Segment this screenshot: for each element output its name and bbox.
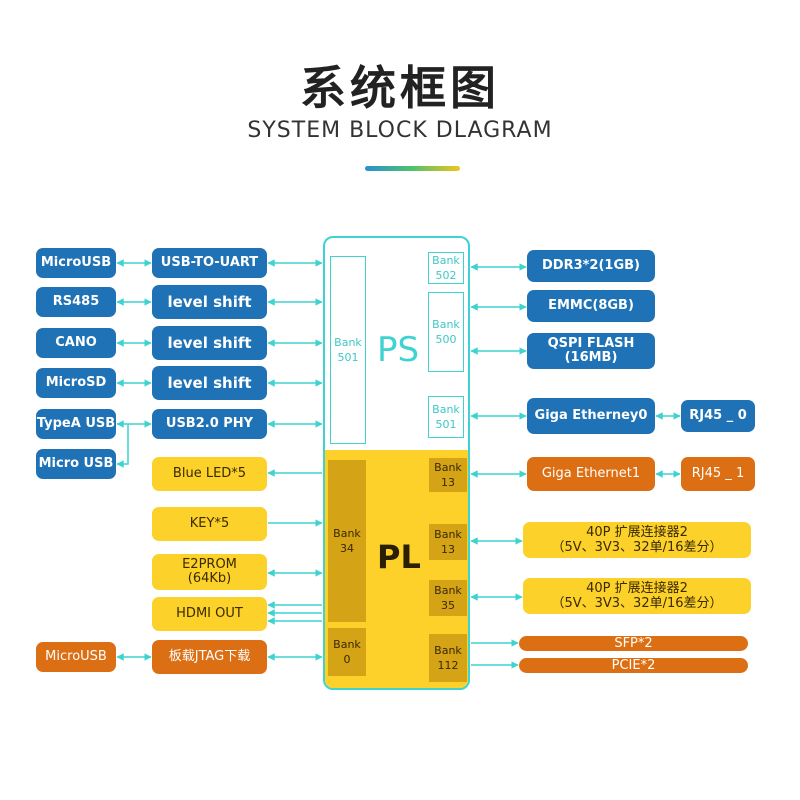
rj45-0-box: RJ45 _ 0 <box>681 400 755 432</box>
pcie-label: PCIE*2 <box>611 657 656 673</box>
level-shift-2-box: level shift <box>152 326 267 360</box>
page-subtitle: SYSTEM BLOCK DLAGRAM <box>247 118 553 143</box>
rj45-1-label: RJ45 _ 1 <box>691 466 745 481</box>
jtag-label: 板载JTAG下载 <box>168 649 251 664</box>
ddr3-box: DDR3*2(1GB) <box>527 250 655 282</box>
microsd-box: MicroSD <box>36 368 116 398</box>
qspi-flash-box: QSPI FLASH (16MB) <box>527 333 655 369</box>
usb20-phy-box: USB2.0 PHY <box>152 409 267 439</box>
emmc-label: EMMC(8GB) <box>548 298 634 313</box>
bank-13-a: Bank 13 <box>429 458 467 492</box>
pcie-box: PCIE*2 <box>519 658 748 673</box>
expander-1-label: 40P 扩展连接器2 （5V、3V3、32单/16差分） <box>551 525 723 555</box>
bank-502: Bank 502 <box>428 252 464 284</box>
rj45-1-box: RJ45 _ 1 <box>681 457 755 491</box>
typea-usb-label: TypeA USB <box>36 416 116 431</box>
ps-label: PS <box>377 330 420 370</box>
level-shift-1-box: level shift <box>152 285 267 319</box>
sfp-box: SFP*2 <box>519 636 748 651</box>
jtag-microusb-box: MicroUSB <box>36 642 116 672</box>
e2prom-box: E2PROM (64Kb) <box>152 554 267 590</box>
jtag-microusb-label: MicroUSB <box>45 649 107 664</box>
rs485-box: RS485 <box>36 287 116 317</box>
bank-501-right: Bank 501 <box>428 396 464 438</box>
giga-eth1-box: Giga Ethernet1 <box>527 457 655 491</box>
ddr3-label: DDR3*2(1GB) <box>542 258 640 273</box>
bank-500: Bank 500 <box>428 292 464 372</box>
level-shift-3-box: level shift <box>152 366 267 400</box>
rj45-0-label: RJ45 _ 0 <box>689 408 747 423</box>
giga-eth1-label: Giga Ethernet1 <box>541 466 641 481</box>
expander-2-box: 40P 扩展连接器2 （5V、3V3、32单/16差分） <box>523 578 751 614</box>
title-underline <box>365 166 460 171</box>
level-shift-3-label: level shift <box>167 374 252 392</box>
pl-label: PL <box>377 538 421 576</box>
soc-chip: Bank 501 Bank 502 Bank 500 Bank 501 PS B… <box>323 236 470 690</box>
rs485-label: RS485 <box>52 294 100 309</box>
sfp-label: SFP*2 <box>614 635 653 651</box>
blue-led-label: Blue LED*5 <box>172 466 247 481</box>
qspi-flash-label: QSPI FLASH (16MB) <box>547 336 635 365</box>
micro-usb-box: Micro USB <box>36 449 116 479</box>
bank-35: Bank 35 <box>429 580 467 616</box>
giga-eth0-box: Giga Etherney0 <box>527 398 655 434</box>
key-label: KEY*5 <box>189 516 230 531</box>
typea-usb-box: TypeA USB <box>36 409 116 439</box>
ext-microusb-label: MicroUSB <box>40 255 112 270</box>
microsd-label: MicroSD <box>45 375 107 390</box>
level-shift-1-label: level shift <box>167 293 252 311</box>
usb20-phy-label: USB2.0 PHY <box>165 416 254 431</box>
hdmi-out-box: HDMI OUT <box>152 597 267 631</box>
jtag-box: 板载JTAG下载 <box>152 640 267 674</box>
hdmi-out-label: HDMI OUT <box>176 606 243 621</box>
bank-112: Bank 112 <box>429 634 467 682</box>
wire-microusb-phy <box>116 424 129 468</box>
expander-1-box: 40P 扩展连接器2 （5V、3V3、32单/16差分） <box>523 522 751 558</box>
e2prom-label: E2PROM (64Kb) <box>182 557 237 586</box>
emmc-box: EMMC(8GB) <box>527 290 655 322</box>
ext-microusb-box: MicroUSB <box>36 248 116 278</box>
bank-0: Bank 0 <box>328 628 366 676</box>
bank-34: Bank 34 <box>328 460 366 622</box>
blue-led-box: Blue LED*5 <box>152 457 267 491</box>
key-box: KEY*5 <box>152 507 267 541</box>
level-shift-2-label: level shift <box>167 334 252 352</box>
giga-eth0-label: Giga Etherney0 <box>534 408 648 423</box>
micro-usb-label: Micro USB <box>38 456 114 471</box>
usb-to-uart-box: USB-TO-UART <box>152 248 267 278</box>
bank-13-b: Bank 13 <box>429 524 467 560</box>
usb-to-uart-label: USB-TO-UART <box>160 255 259 270</box>
expander-2-label: 40P 扩展连接器2 （5V、3V3、32单/16差分） <box>551 581 723 611</box>
cano-label: CANO <box>55 335 97 350</box>
bank-501-left: Bank 501 <box>330 256 366 444</box>
cano-box: CANO <box>36 328 116 358</box>
page-title: 系统框图 <box>300 61 500 115</box>
